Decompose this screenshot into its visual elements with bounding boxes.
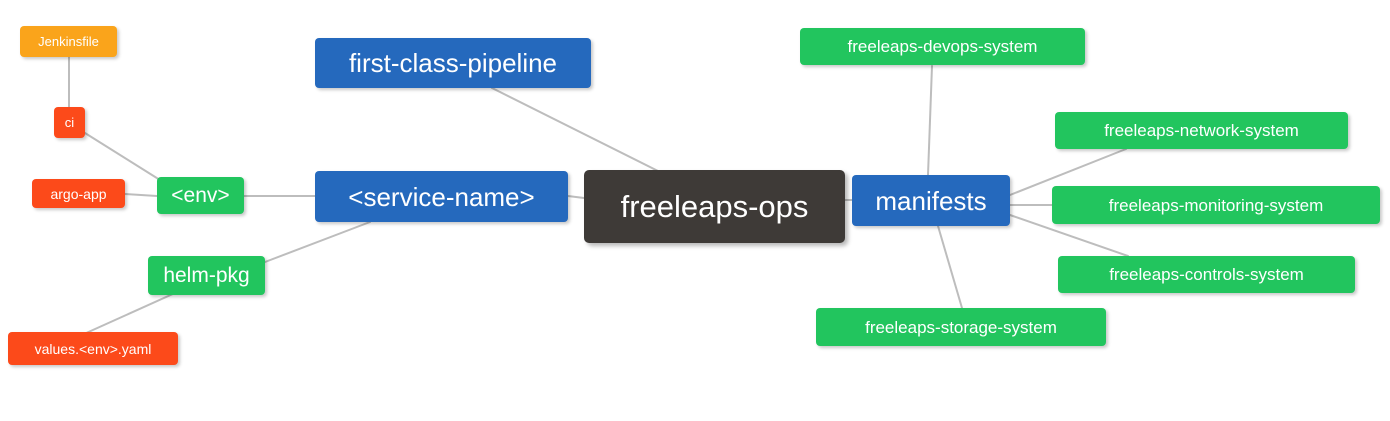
mindmap-node-jenkinsfile[interactable]: Jenkinsfile	[20, 26, 117, 57]
edge-first-class-pipeline-to-freeleaps-ops	[491, 87, 661, 173]
mindmap-node-manifests[interactable]: manifests	[852, 175, 1010, 226]
edge-argo-app-to-env	[124, 193, 158, 197]
mindmap-node-devops-system[interactable]: freeleaps-devops-system	[800, 28, 1085, 65]
mindmap-node-monitoring-system[interactable]: freeleaps-monitoring-system	[1052, 186, 1380, 224]
mindmap-node-argo-app[interactable]: argo-app	[32, 179, 125, 208]
edge-helm-pkg-to-values-yaml	[83, 292, 176, 335]
edge-manifests-to-controls-system	[1009, 214, 1129, 257]
mindmap-node-freeleaps-ops[interactable]: freeleaps-ops	[584, 170, 845, 243]
edge-manifests-to-devops-system	[927, 65, 933, 176]
mindmap-node-values-yaml[interactable]: values.<env>.yaml	[8, 332, 178, 365]
mindmap-node-helm-pkg[interactable]: helm-pkg	[148, 256, 265, 295]
mindmap-node-service-name[interactable]: <service-name>	[315, 171, 568, 222]
mindmap-node-controls-system[interactable]: freeleaps-controls-system	[1058, 256, 1355, 293]
mindmap-node-storage-system[interactable]: freeleaps-storage-system	[816, 308, 1106, 346]
edge-ci-to-env	[84, 132, 161, 181]
edge-manifests-to-network-system	[1009, 148, 1127, 196]
edge-manifests-to-storage-system	[937, 225, 963, 309]
edge-service-name-to-freeleaps-ops	[567, 195, 585, 199]
mindmap-node-env[interactable]: <env>	[157, 177, 244, 214]
edge-service-name-to-helm-pkg	[264, 221, 371, 263]
mindmap-node-network-system[interactable]: freeleaps-network-system	[1055, 112, 1348, 149]
mindmap-node-first-class-pipeline[interactable]: first-class-pipeline	[315, 38, 591, 88]
mindmap-node-ci[interactable]: ci	[54, 107, 85, 138]
